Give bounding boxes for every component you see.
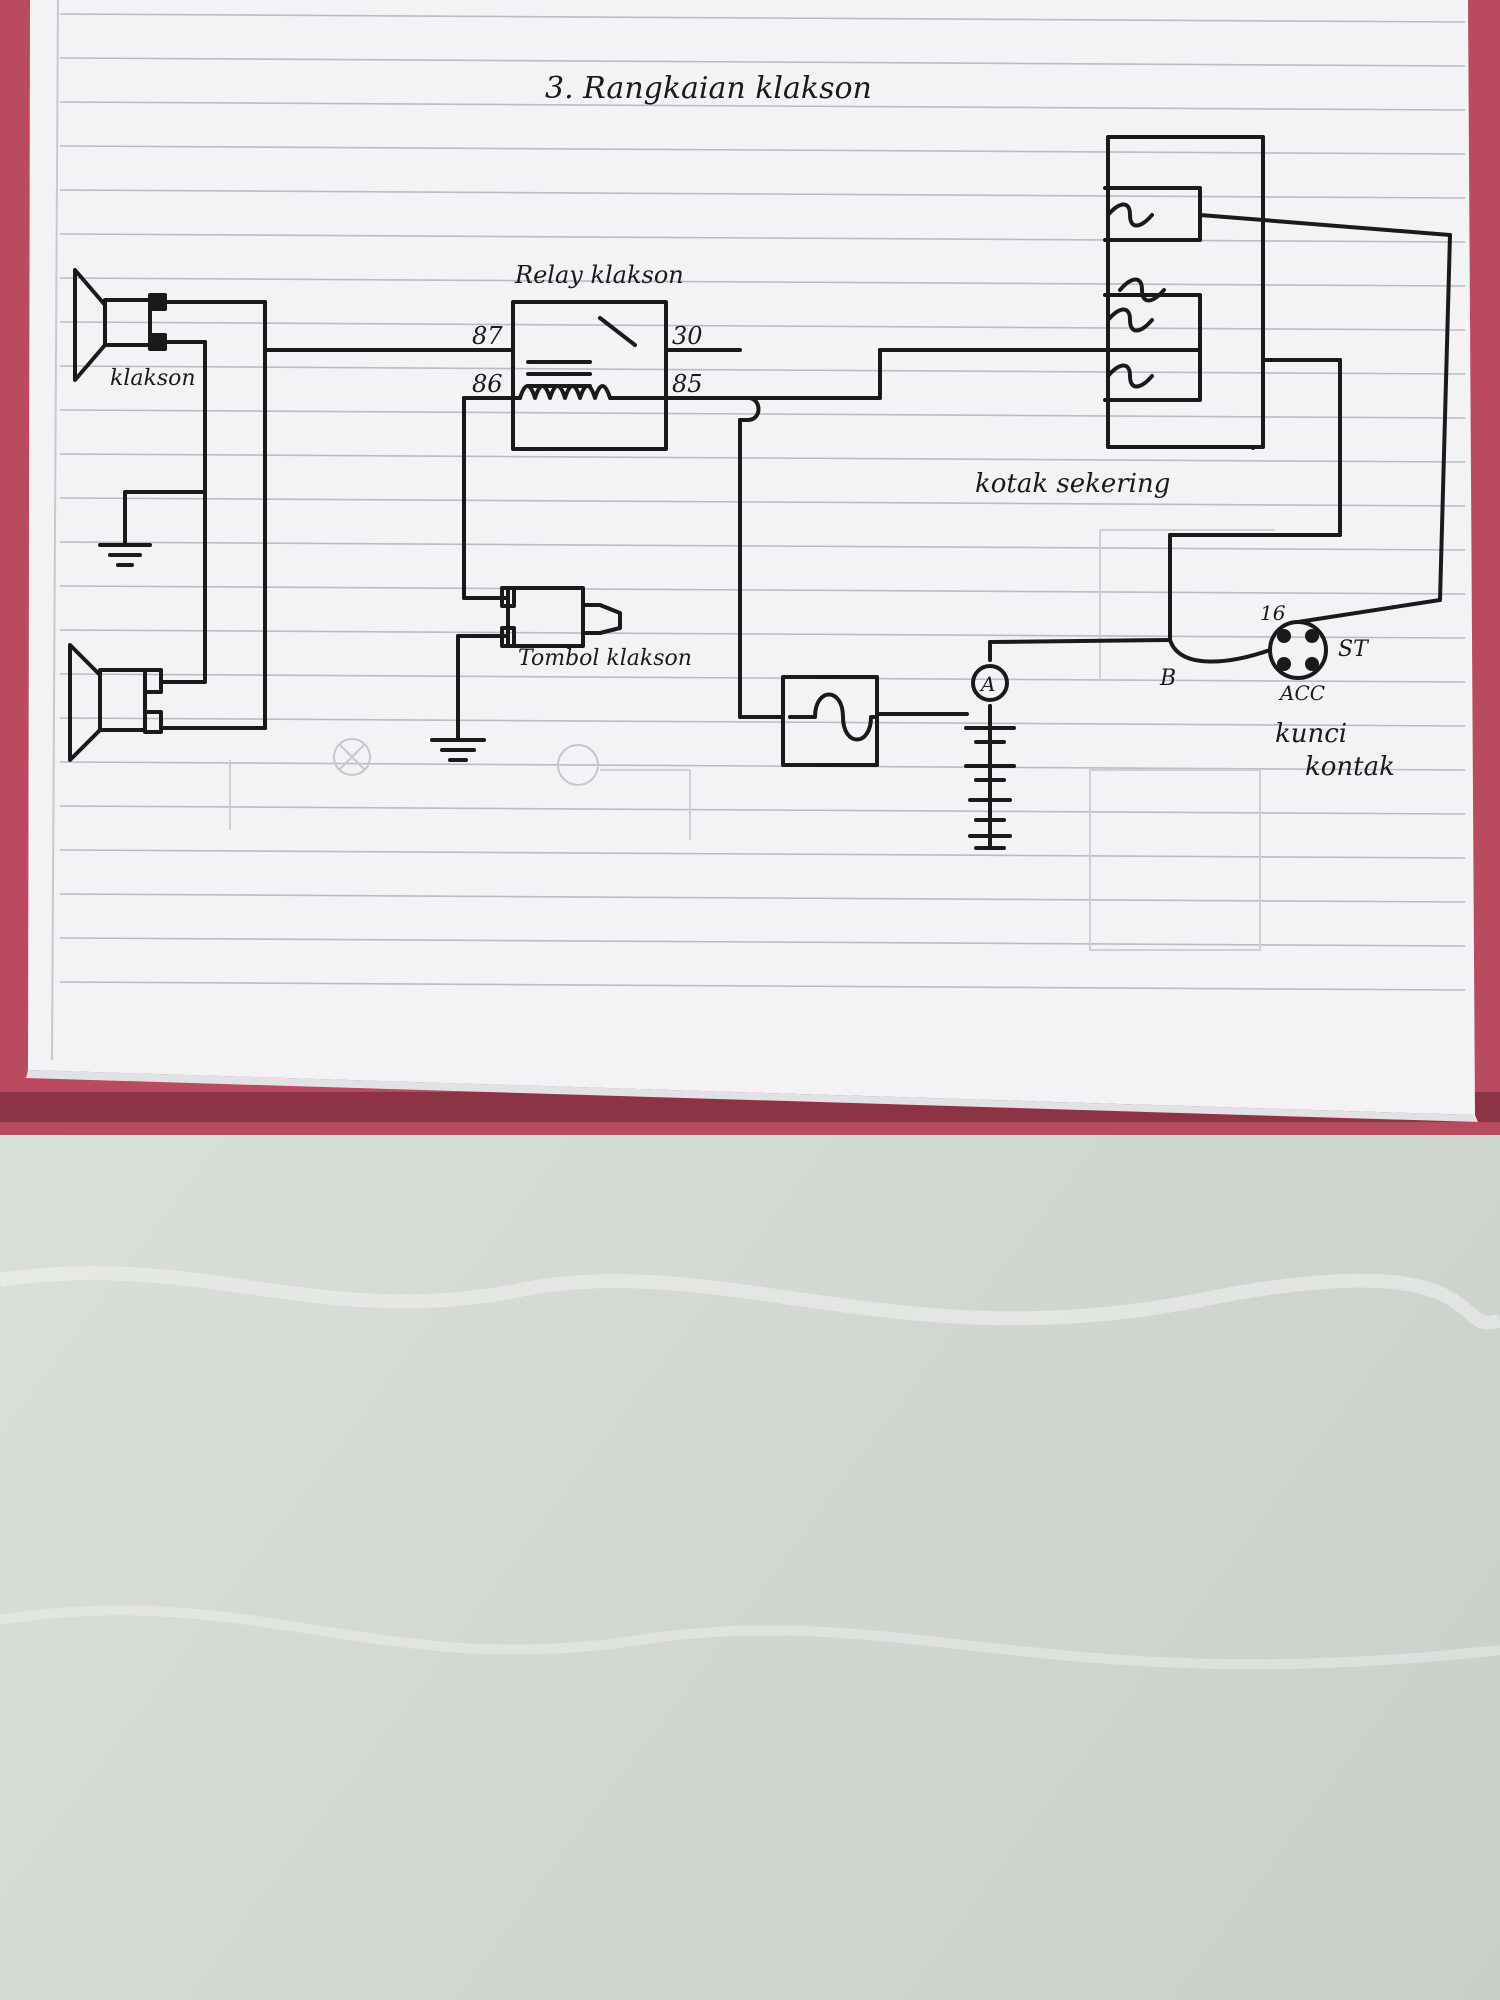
pin-30-label: 30	[672, 322, 703, 350]
page-edge	[26, 1070, 1478, 1122]
pin-b-label: B	[1159, 666, 1176, 691]
ammeter-label: A	[979, 672, 995, 696]
horn-button-body	[506, 586, 585, 648]
floor-vein	[0, 1266, 1500, 1330]
faint-lamps	[333, 738, 599, 786]
circuit-diagram	[68, 135, 1452, 850]
diagram-title: 3. Rangkaian klakson	[545, 71, 872, 106]
pin-85-label: 85	[672, 370, 703, 398]
pin-st-label: ST	[1338, 637, 1370, 662]
pin-87-label: 87	[472, 322, 503, 350]
horn-bottom-body	[98, 668, 147, 732]
relay-label: Relay klakson	[514, 261, 684, 289]
pin-acc-label: ACC	[1278, 681, 1325, 705]
pin-16-label: 16	[1260, 601, 1286, 625]
ammeter	[971, 664, 1009, 702]
show-through-traces	[229, 529, 1275, 951]
fuse-box-frame	[1106, 135, 1265, 449]
horn-label: klakson	[110, 366, 196, 391]
floor-vein	[0, 1605, 1500, 1670]
relay-coil	[518, 384, 632, 400]
ignition-label-line1: kunci	[1275, 719, 1347, 749]
ignition-label-line2: kontak	[1305, 752, 1395, 782]
pin-86-label: 86	[472, 370, 503, 398]
relay-box	[511, 300, 668, 451]
notebook-page	[28, 0, 1475, 1115]
inline-fuse-box	[781, 675, 879, 767]
fuse-box-label: kotak sekering	[975, 469, 1170, 499]
horn-button-label: Tombol klakson	[518, 646, 692, 671]
ruled-lines	[59, 13, 1466, 991]
page-margin-line	[51, 0, 59, 1061]
horn-top-body	[103, 298, 152, 347]
